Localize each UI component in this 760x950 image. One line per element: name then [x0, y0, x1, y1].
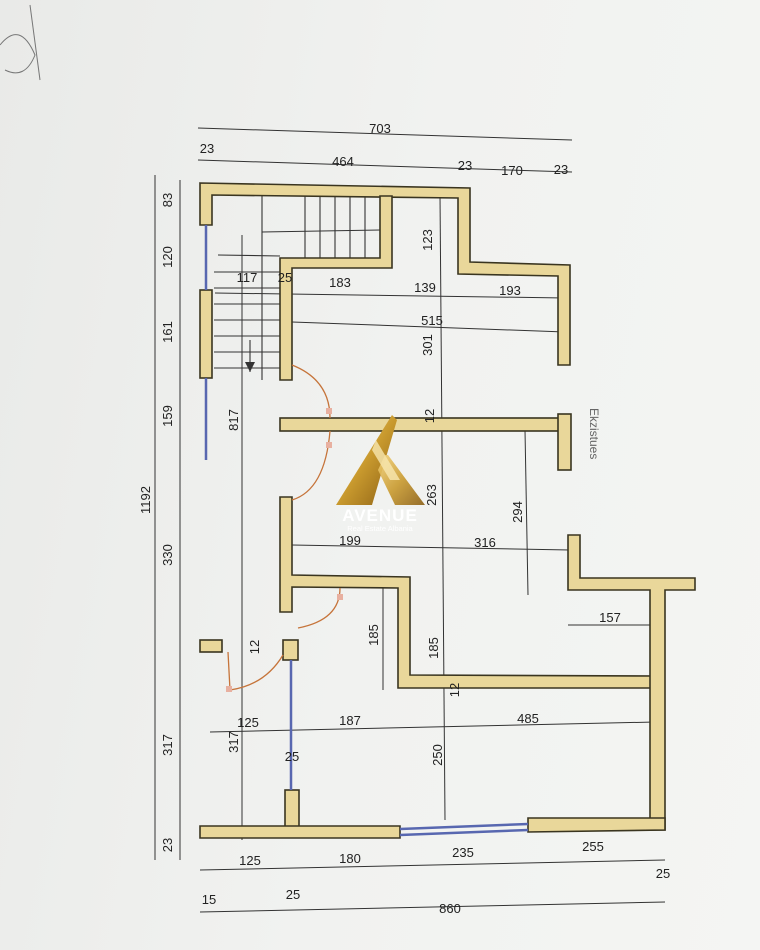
dimension-label: 294: [510, 501, 525, 523]
annotation-existing: Ekzistues: [587, 408, 601, 459]
dimension-label: 161: [160, 321, 175, 343]
logo-tagline-text: Real Estate Albania: [347, 524, 413, 533]
dimension-label: 123: [420, 229, 435, 251]
logo-mark-icon: [336, 415, 397, 505]
dimension-label: 159: [160, 405, 175, 427]
dimension-label: 25: [278, 270, 292, 285]
windows: [204, 225, 529, 837]
door-swings: [226, 364, 343, 692]
dimension-label: 139: [414, 280, 436, 295]
dimension-label: 157: [599, 610, 621, 625]
dimension-label: 316: [474, 535, 496, 550]
dimension-label: 12: [422, 409, 437, 423]
pencil-mark: [0, 4, 41, 81]
dimension-label: 25: [286, 887, 300, 902]
dimension-label: 515: [421, 313, 443, 328]
dimension-label: 25: [285, 749, 299, 764]
avenue-logo: AVENUE Real Estate Albania: [336, 415, 425, 533]
dimension-label: 199: [339, 533, 361, 548]
dimension-label: 1192: [138, 486, 153, 514]
dimension-label: 703: [369, 121, 391, 136]
dimension-label: 187: [339, 713, 361, 728]
dimension-label: 464: [332, 154, 354, 169]
dimension-label: 125: [237, 715, 259, 730]
dimension-label: 860: [439, 901, 461, 916]
logo-brand-text: AVENUE: [342, 506, 418, 525]
dimension-label: 12: [447, 683, 462, 697]
dimension-label: 485: [517, 711, 539, 726]
dimension-label: 185: [366, 624, 381, 646]
dimension-label: 817: [226, 409, 241, 431]
dimension-label: 330: [160, 544, 175, 566]
dimension-label: 23: [458, 158, 472, 173]
dimension-label: 83: [160, 193, 175, 207]
dimension-label: 120: [160, 246, 175, 268]
dimension-label: 117: [237, 270, 258, 285]
dimension-label: 23: [160, 838, 175, 852]
walls: [199, 182, 696, 839]
dimension-label: 23: [554, 162, 568, 177]
dimension-label: 12: [247, 640, 262, 654]
dimension-label: 301: [420, 334, 435, 356]
dimension-label: 317: [226, 731, 241, 753]
dimension-label: 23: [200, 141, 214, 156]
dimension-label: 193: [499, 283, 521, 298]
stair-arrow-icon: [245, 362, 255, 372]
dimension-label: 250: [430, 744, 445, 766]
dimension-label: 170: [501, 163, 523, 178]
dimension-label: 235: [452, 845, 474, 860]
dimension-label: 317: [160, 734, 175, 756]
dimension-label: 263: [424, 484, 439, 506]
dimension-label: 125: [239, 853, 261, 868]
dimension-lines: [154, 127, 666, 913]
dimension-label: 183: [329, 275, 351, 290]
dimension-labels: 703 23 464 23 170 23 83 120 161 159 330 317 23 1192 81…: [138, 121, 670, 916]
dimension-label: 180: [339, 851, 361, 866]
dimension-label: 255: [582, 839, 604, 854]
dimension-label: 15: [202, 892, 216, 907]
dimension-label: 185: [426, 637, 441, 659]
dimension-label: 25: [656, 866, 670, 881]
staircase: [214, 195, 381, 380]
